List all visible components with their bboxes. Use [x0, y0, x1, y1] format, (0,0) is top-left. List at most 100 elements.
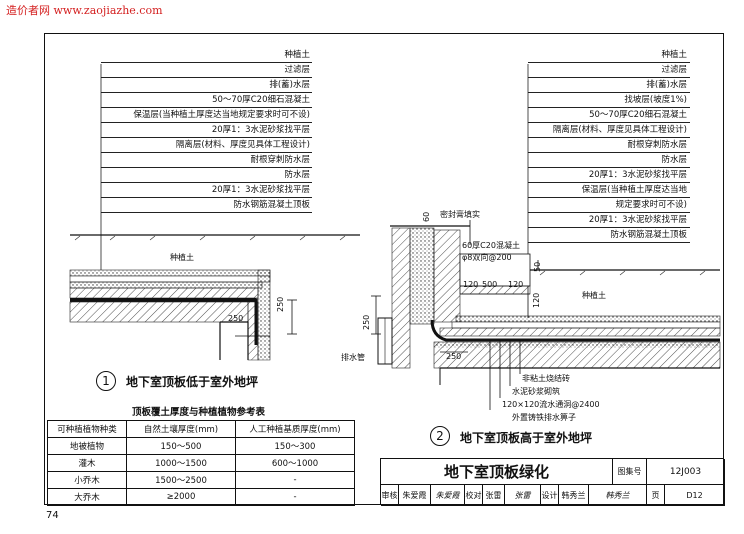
detail1-soil-label: 种植土	[170, 253, 194, 262]
detail2-seal-label: 密封膏填实	[440, 210, 480, 219]
layer-leader-line	[528, 167, 690, 168]
layer-label: 20厚1：3水泥砂浆找平层	[588, 170, 687, 180]
layer-label: 种植土	[284, 50, 310, 60]
layer-label: 规定要求时可不设)	[615, 200, 687, 210]
layer-label: 防水钢筋混凝土顶板	[610, 230, 687, 240]
detail2-dim-top-1: 120	[463, 280, 479, 289]
layer-leader-line	[101, 182, 312, 183]
ref-table-header: 可种植植物种类 自然土壤厚度(mm) 人工种植基质厚度(mm)	[47, 420, 355, 438]
page-number: 74	[46, 510, 59, 521]
layer-label: 50～70厚C20细石混凝土	[589, 110, 687, 120]
layer-leader-line	[528, 77, 690, 78]
table-cell: 小乔木	[47, 471, 127, 489]
layer-label: 隔离层(材料、厚度见具体工程设计)	[175, 140, 310, 150]
layer-leader-line	[101, 197, 312, 198]
detail2-dim-top-3: 120	[508, 280, 524, 289]
table-cell: 600～1000	[235, 454, 355, 472]
table-cell: -	[235, 471, 355, 489]
detail2-dim-50: 50	[533, 261, 542, 272]
layer-leader-line	[528, 197, 690, 198]
page-label: 页	[647, 485, 665, 506]
layer-leader-line	[101, 137, 312, 138]
table-cell: 150～500	[126, 437, 236, 455]
detail1-dim-vertical: 250	[276, 296, 285, 312]
layer-leader-line	[101, 77, 312, 78]
table-cell: -	[235, 488, 355, 506]
design-label: 设计	[541, 485, 559, 506]
layer-leader-line	[528, 212, 690, 213]
detail2-note-brick: 非粘土烧结砖	[522, 374, 570, 383]
review-name: 朱爱霞	[399, 485, 431, 506]
detail2-pipe-label: 排水管	[341, 353, 365, 362]
layer-label: 防水钢筋混凝土顶板	[233, 200, 310, 210]
detail2-dim-top-2: 500	[482, 280, 498, 289]
review-label: 审核	[381, 485, 399, 506]
layer-leader-line	[101, 212, 312, 213]
layer-leader-line	[528, 227, 690, 228]
detail2-slab-label: 60厚C20混凝土	[462, 241, 520, 250]
design-signature: 韩秀兰	[589, 485, 647, 506]
detail2-rebar-label: φ8双向@200	[462, 253, 512, 262]
detail2-dim-250-vertical: 250	[362, 314, 371, 330]
detail2-dim-60: 60	[422, 211, 431, 222]
layer-leader-line	[528, 137, 690, 138]
review-signature: 朱爱霞	[431, 485, 465, 506]
detail1-section	[69, 234, 360, 361]
check-label: 校对	[465, 485, 483, 506]
atlas-label: 图集号	[613, 459, 647, 485]
table-cell: 1500～2500	[126, 471, 236, 489]
table-row: 灌木 1000～1500 600～1000	[47, 454, 355, 472]
detail2-note-mortar: 水泥砂浆砌筑	[512, 387, 560, 396]
layer-leader-line	[528, 152, 690, 153]
detail1-caption: 地下室顶板低于室外地坪	[126, 375, 259, 389]
layer-label: 种植土	[661, 50, 687, 60]
check-signature: 张雷	[505, 485, 541, 506]
layer-label: 防水层	[284, 170, 310, 180]
drawing-frame	[44, 33, 724, 505]
watermark: 造价者网 www.zaojiazhe.com	[6, 4, 163, 17]
layer-label: 保温层(当种植土厚度达当地	[581, 185, 687, 195]
layer-label: 防水层	[661, 155, 687, 165]
ref-table-header-cell: 可种植植物种类	[47, 420, 127, 438]
detail2-number: 2	[430, 426, 450, 446]
ref-table: 可种植植物种类 自然土壤厚度(mm) 人工种植基质厚度(mm) 地被植物 150…	[47, 420, 355, 506]
table-cell: 1000～1500	[126, 454, 236, 472]
ref-table-header-cell: 人工种植基质厚度(mm)	[235, 420, 355, 438]
detail2-note-grate: 外置铸铁排水箅子	[512, 413, 576, 422]
layer-leader-line	[101, 152, 312, 153]
ref-table-title: 顶板覆土厚度与种植植物参考表	[132, 407, 266, 418]
layer-leader-line	[101, 167, 312, 168]
detail2-note-drain-hole: 120×120流水通洞@2400	[502, 400, 600, 409]
table-cell: 灌木	[47, 454, 127, 472]
layer-leader-line	[101, 107, 312, 108]
drawing-title: 地下室顶板绿化	[381, 459, 613, 485]
page-code: D12	[665, 485, 725, 506]
check-name: 张雷	[483, 485, 505, 506]
table-row: 大乔木 ≥2000 -	[47, 488, 355, 506]
layer-label: 排(蓄)水层	[646, 80, 687, 90]
layer-label: 20厚1：3水泥砂浆找平层	[588, 215, 687, 225]
layer-label: 保温层(当种植土厚度达当地规定要求时可不设)	[133, 110, 310, 120]
detail2-section	[371, 220, 721, 410]
detail1-dim-horizontal: 250	[228, 314, 244, 323]
layer-label: 过滤层	[661, 65, 687, 75]
detail2-caption: 地下室顶板高于室外地坪	[460, 431, 593, 445]
layer-leader-line	[528, 62, 690, 63]
detail2-dim-120: 120	[532, 292, 541, 308]
layer-label: 过滤层	[284, 65, 310, 75]
layer-leader-line	[528, 182, 690, 183]
table-row: 地被植物 150～500 150～300	[47, 437, 355, 455]
detail2-soil-label: 种植土	[582, 291, 606, 300]
layer-label: 耐根穿刺防水层	[250, 155, 310, 165]
layer-label: 20厚1：3水泥砂浆找平层	[211, 185, 310, 195]
table-row: 小乔木 1500～2500 -	[47, 471, 355, 489]
detail2-dim-250-horizontal: 250	[446, 352, 462, 361]
layer-label: 隔离层(材料、厚度见具体工程设计)	[552, 125, 687, 135]
layer-label: 耐根穿刺防水层	[627, 140, 687, 150]
layer-label: 20厚1：3水泥砂浆找平层	[211, 125, 310, 135]
layer-leader-line	[528, 122, 690, 123]
layer-leader-line	[101, 62, 312, 63]
layer-leader-line	[101, 122, 312, 123]
ref-table-header-cell: 自然土壤厚度(mm)	[126, 420, 236, 438]
